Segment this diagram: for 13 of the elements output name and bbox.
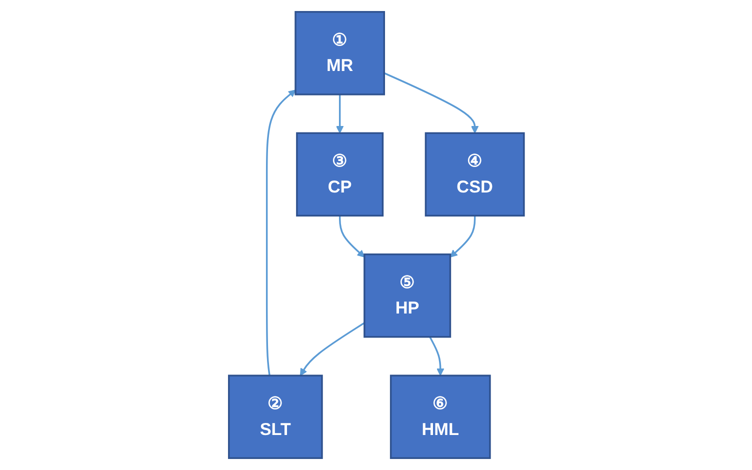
arrow	[428, 336, 444, 376]
arrow	[300, 322, 364, 376]
node-box: ⑤ HP	[363, 253, 451, 338]
node-box: ① MR	[294, 11, 385, 96]
node-box: ④ CSD	[424, 132, 524, 217]
arrow	[336, 94, 344, 134]
node-box: ② SLT	[228, 374, 322, 459]
node-box: ③ CP	[296, 132, 384, 217]
arrow	[266, 90, 296, 376]
arrow	[449, 216, 476, 258]
arrow	[338, 216, 364, 258]
node-box: ⑥ HML	[390, 374, 490, 459]
arrow	[383, 72, 478, 134]
